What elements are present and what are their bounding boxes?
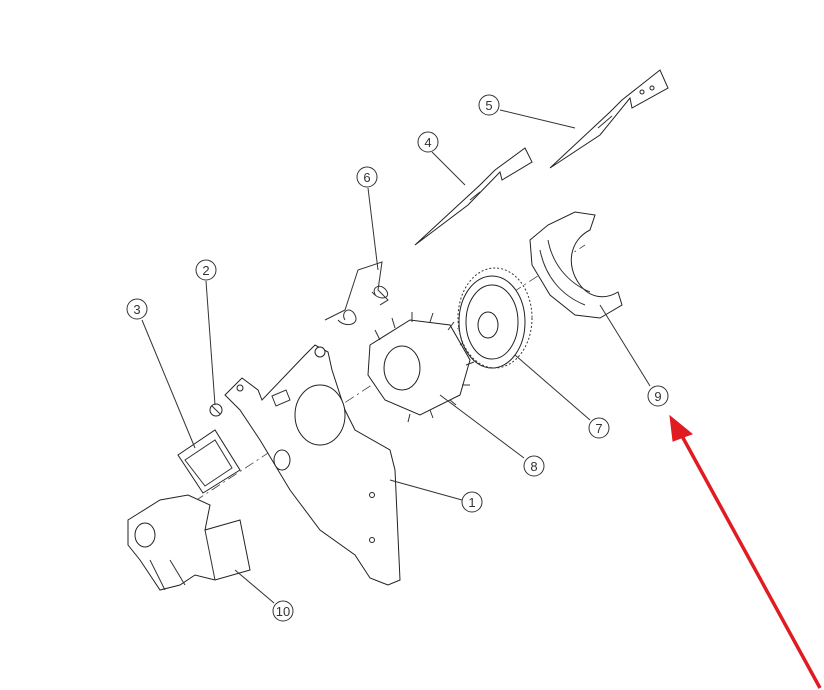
- callout-6: 6: [356, 166, 378, 188]
- callout-label-3: 3: [133, 302, 140, 317]
- callout-4: 4: [417, 131, 439, 153]
- part-7-gear: [457, 267, 533, 369]
- callout-9: 9: [647, 385, 669, 407]
- callout-label-4: 4: [424, 135, 431, 150]
- leader-line-1: [389, 479, 463, 501]
- leader-line-8: [439, 394, 525, 459]
- callout-label-6: 6: [363, 170, 370, 185]
- highlight-arrow: [669, 414, 822, 689]
- part-4-blade: [414, 147, 533, 246]
- part-6-spring: [324, 261, 389, 326]
- callout-label-5: 5: [485, 98, 492, 113]
- highlight-arrow-head: [669, 414, 693, 442]
- callout-7: 7: [588, 417, 610, 439]
- leader-line-2: [205, 280, 216, 406]
- part-9-half-shell: [529, 211, 623, 319]
- callout-8: 8: [523, 455, 545, 477]
- callout-3: 3: [126, 298, 148, 320]
- callout-5: 5: [478, 94, 500, 116]
- leader-line-10: [234, 569, 275, 604]
- highlight-arrow-shaft: [680, 435, 822, 689]
- leader-line-6: [367, 187, 379, 271]
- leader-line-5: [499, 109, 576, 129]
- part-3-plate: [177, 429, 241, 494]
- callout-label-7: 7: [595, 421, 602, 436]
- part-10-bracket: [127, 494, 251, 591]
- part-8-toothed-hub: [367, 312, 475, 423]
- callout-label-9: 9: [654, 389, 661, 404]
- leader-line-7: [514, 354, 591, 421]
- callout-2: 2: [195, 259, 217, 281]
- callout-label-2: 2: [202, 263, 209, 278]
- leader-line-9: [599, 304, 651, 387]
- part-5-blade: [549, 69, 669, 169]
- callout-label-8: 8: [530, 459, 537, 474]
- leader-line-4: [431, 151, 466, 186]
- callout-label-10: 10: [276, 604, 290, 619]
- callout-10: 10: [272, 600, 294, 622]
- callout-1: 1: [461, 491, 483, 513]
- part-2-screw: [209, 403, 223, 417]
- leader-line-3: [141, 319, 196, 449]
- callout-label-1: 1: [468, 495, 475, 510]
- part-1-main-plate: [224, 344, 401, 586]
